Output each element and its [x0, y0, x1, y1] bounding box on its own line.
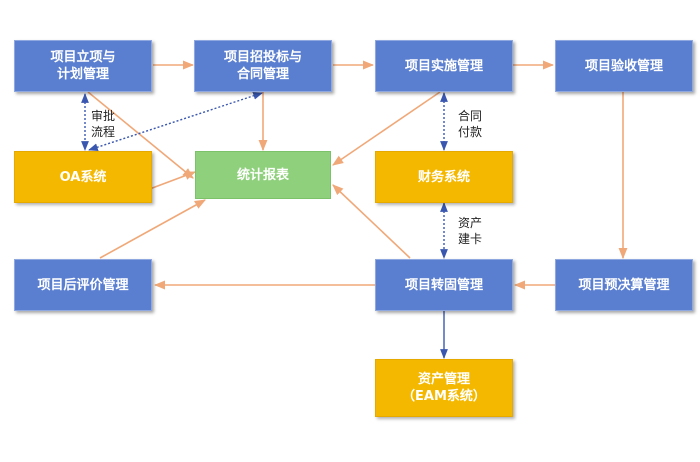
- label-asset-card: 资产 建卡: [458, 216, 483, 246]
- node-acceptance[interactable]: 项目验收管理: [555, 40, 693, 92]
- node-statistics-report[interactable]: 统计报表: [195, 151, 331, 199]
- node-budget-settlement[interactable]: 项目预决算管理: [555, 259, 693, 311]
- node-bidding-contract[interactable]: 项目招投标与 合同管理: [194, 40, 332, 92]
- node-implementation[interactable]: 项目实施管理: [375, 40, 513, 92]
- label-approval-flow: 审批 流程: [91, 109, 116, 139]
- edge-implementation-to-report: [332, 91, 441, 166]
- node-oa-system[interactable]: OA系统: [14, 151, 152, 203]
- node-asset-management[interactable]: 资产管理 （EAM系统）: [375, 359, 513, 417]
- label-contract-payment: 合同 付款: [458, 109, 483, 139]
- edge-transfer-to-report: [332, 184, 411, 259]
- node-asset-transfer[interactable]: 项目转固管理: [375, 259, 513, 311]
- node-finance-system[interactable]: 财务系统: [375, 151, 513, 203]
- edge-evaluation-to-report: [99, 199, 206, 259]
- node-post-evaluation[interactable]: 项目后评价管理: [14, 259, 152, 311]
- node-project-approval[interactable]: 项目立项与 计划管理: [14, 40, 152, 92]
